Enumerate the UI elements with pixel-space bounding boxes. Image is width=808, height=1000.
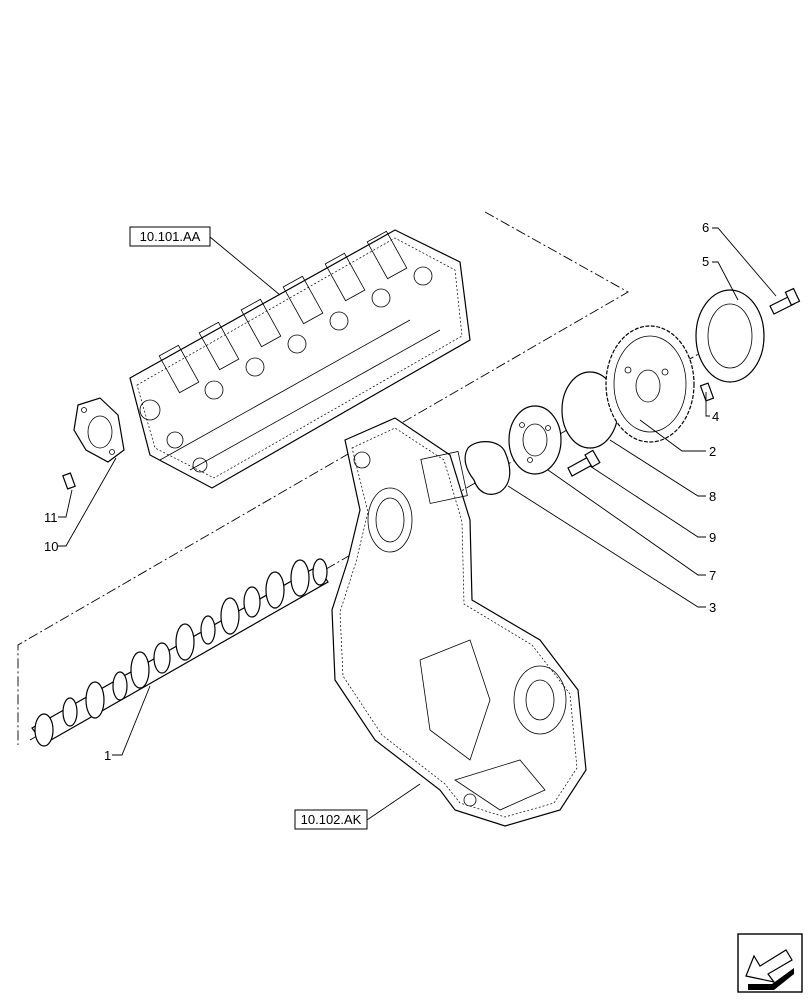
next-page-arrow-icon[interactable] (737, 933, 803, 993)
camshaft (31, 558, 329, 747)
callout-5: 5 (702, 254, 709, 269)
gasket (464, 441, 511, 495)
end-cover-plate (73, 397, 125, 463)
callout-3: 3 (709, 600, 716, 615)
callout-11: 11 (44, 510, 58, 525)
front-cover-housing (331, 417, 587, 827)
callout-7: 7 (709, 568, 716, 583)
cylinder-head-assembly (129, 229, 471, 489)
reference-box-front-cover[interactable]: 10.102.AK (294, 809, 368, 830)
callout-labels: 1 2 3 4 5 6 7 8 9 10 11 (44, 220, 719, 763)
callout-9: 9 (709, 530, 716, 545)
reference-box-cylinder-head[interactable]: 10.101.AA (129, 226, 211, 247)
camshaft-gear (605, 325, 695, 443)
bolt-part-7 (567, 449, 601, 477)
bolt-part-4 (699, 382, 715, 402)
callout-4: 4 (712, 409, 719, 424)
reference-label: 10.101.AA (140, 229, 201, 244)
callout-2: 2 (709, 444, 716, 459)
callout-10: 10 (44, 539, 58, 554)
gear-cover-plate (695, 289, 765, 383)
camshaft-hub (508, 405, 562, 475)
bolt-part-6 (769, 287, 801, 315)
callout-8: 8 (709, 489, 716, 504)
callout-6: 6 (702, 220, 709, 235)
bolt-part-11 (62, 472, 76, 490)
reference-label: 10.102.AK (301, 812, 362, 827)
callout-1: 1 (104, 748, 111, 763)
leader-lines (58, 227, 777, 821)
